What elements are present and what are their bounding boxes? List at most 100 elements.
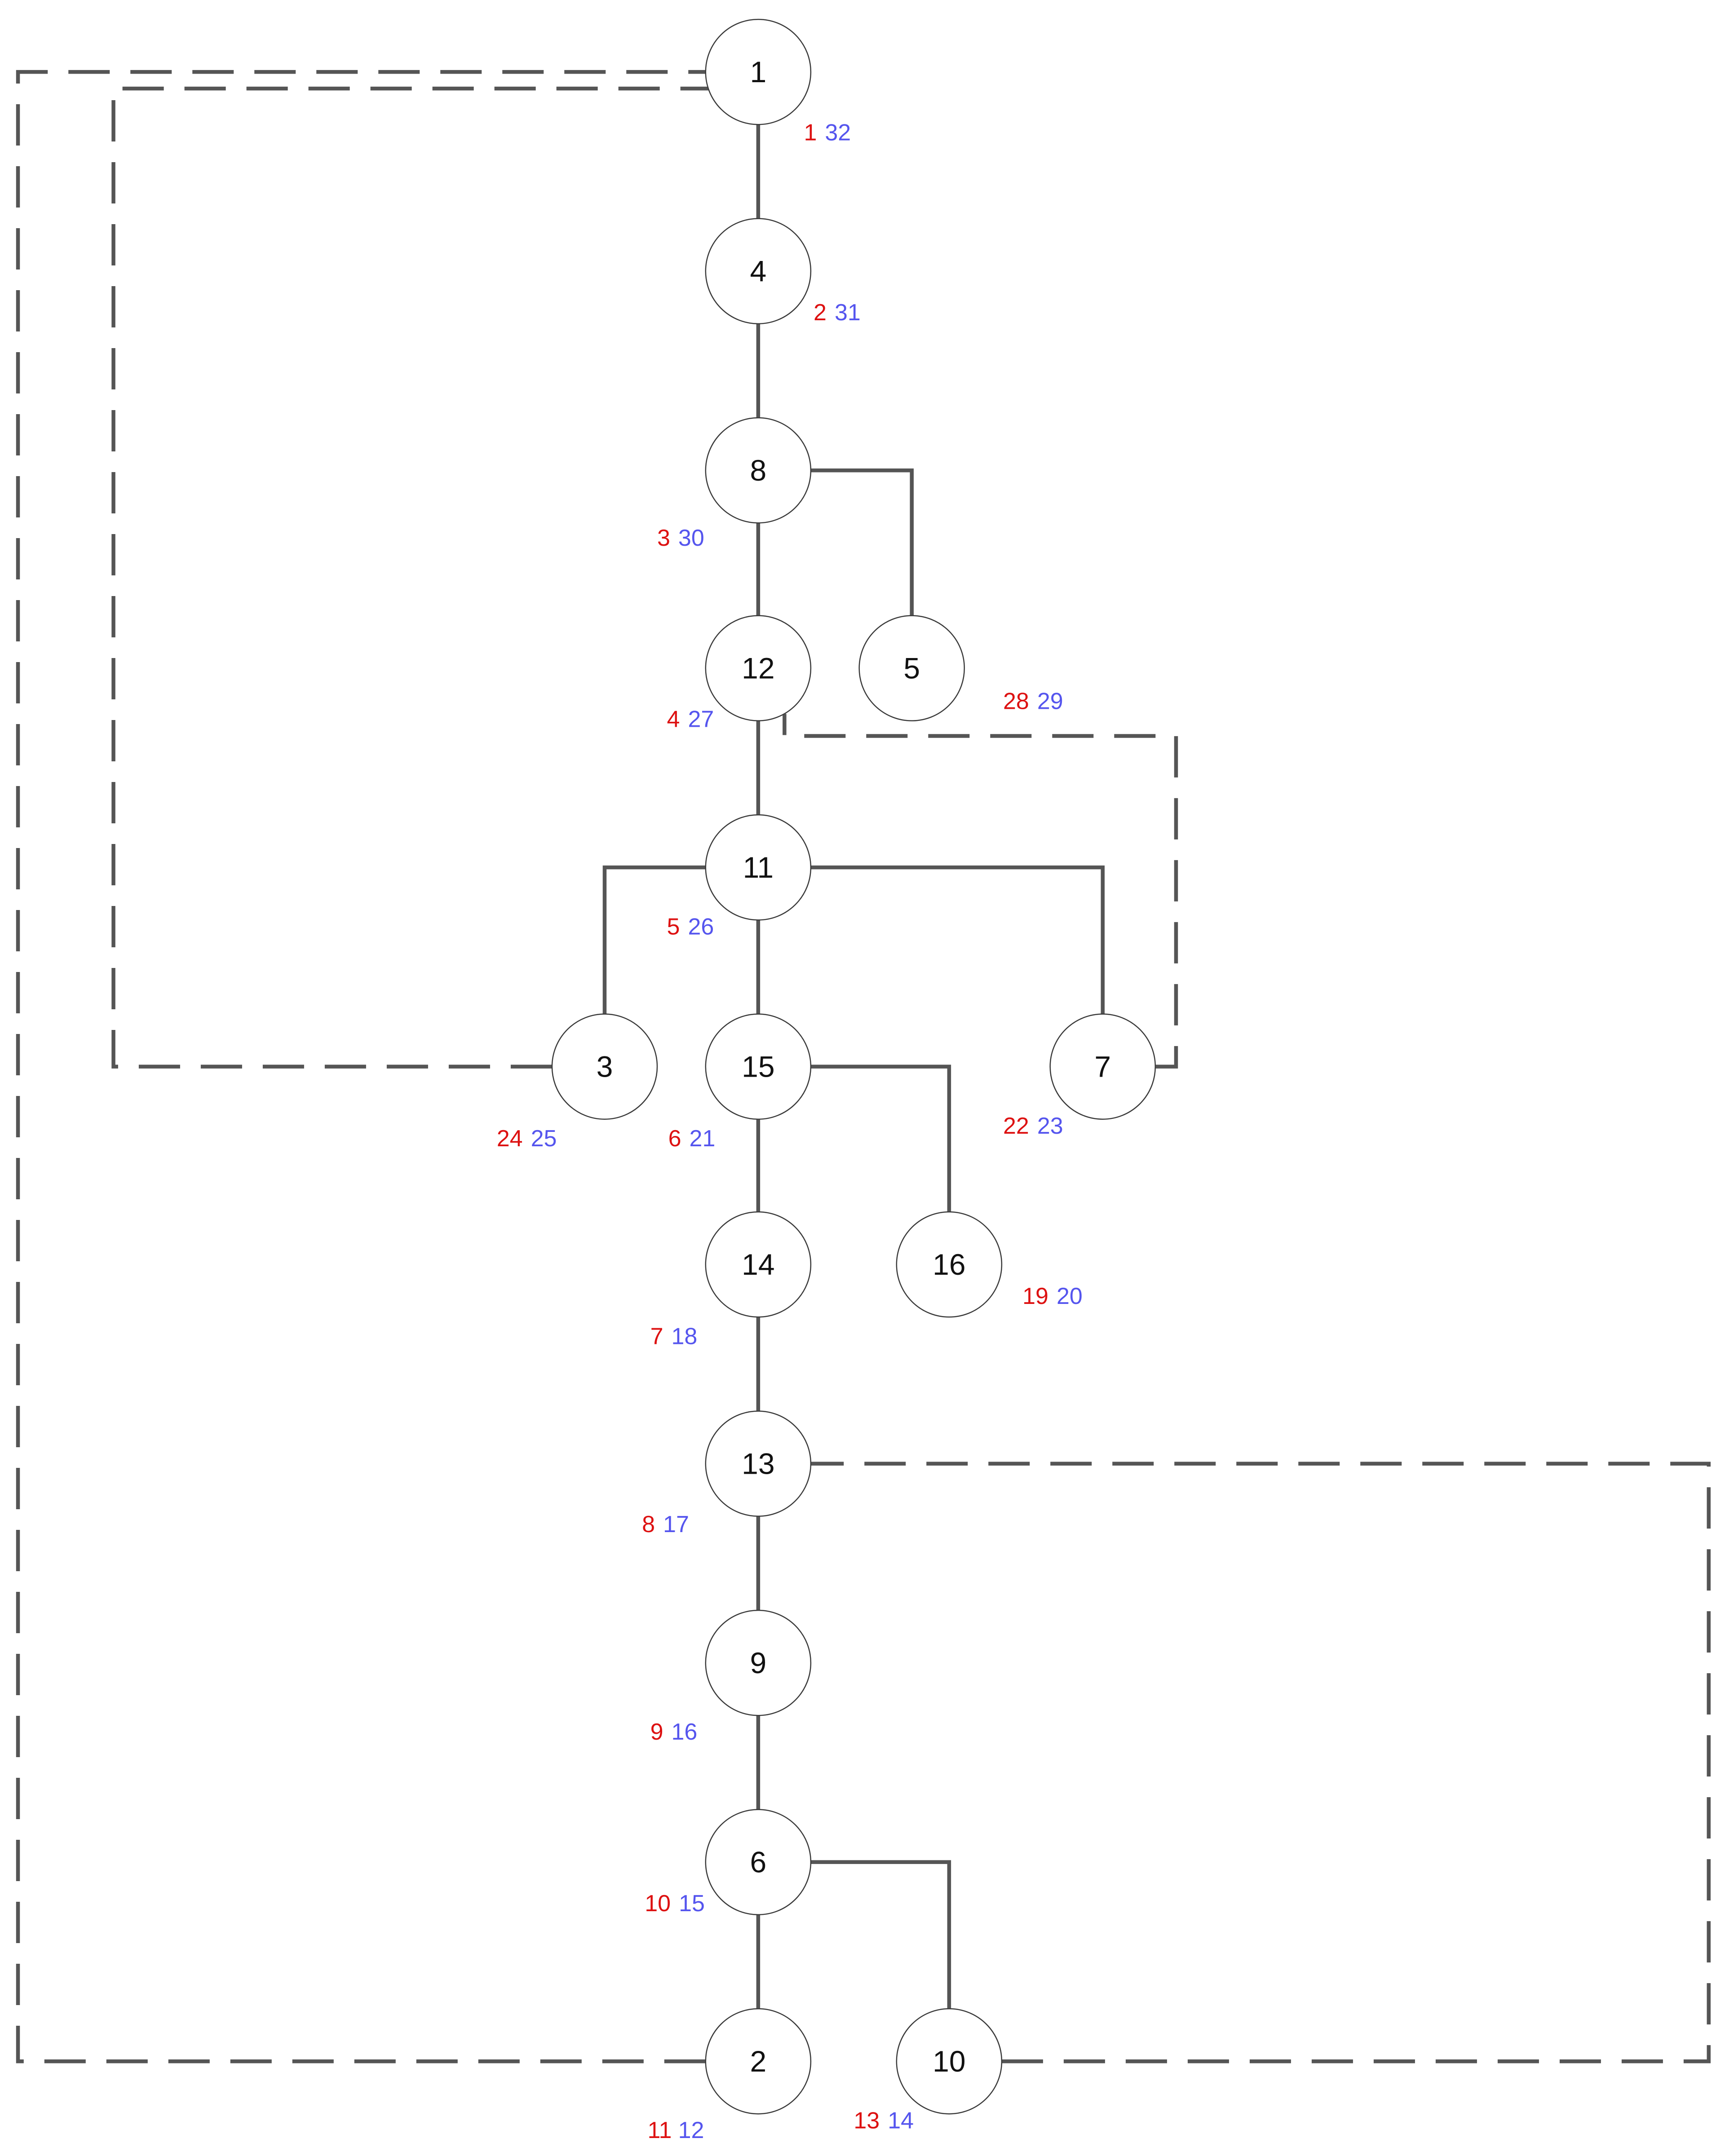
node-9-pre-number: 9 xyxy=(650,1719,663,1745)
node-8-post-number: 30 xyxy=(678,525,704,551)
node-5-numbers: 28 29 xyxy=(1003,689,1063,715)
node-2: 2 xyxy=(705,2008,812,2115)
node-10-post-number: 14 xyxy=(888,2108,914,2134)
node-10-label: 10 xyxy=(933,2045,965,2078)
node-4: 4 xyxy=(705,218,812,324)
node-11-circle xyxy=(705,814,812,921)
node-4-pre-number: 2 xyxy=(814,300,827,326)
node-8-pre-number: 3 xyxy=(657,525,670,551)
node-14-circle xyxy=(705,1211,812,1318)
node-13-numbers: 8 17 xyxy=(642,1511,689,1537)
node-9-post-number: 16 xyxy=(672,1719,698,1745)
node-5-pre-number: 28 xyxy=(1003,689,1029,715)
node-9: 9 xyxy=(705,1609,812,1716)
node-10-pre-number: 13 xyxy=(854,2108,880,2134)
tree-edge-15-16 xyxy=(810,1065,951,1212)
node-4-numbers: 2 31 xyxy=(814,300,861,326)
node-4-label: 4 xyxy=(750,255,766,288)
node-7-post-number: 23 xyxy=(1037,1113,1063,1139)
node-1: 1 xyxy=(705,18,812,125)
node-11: 11 xyxy=(705,814,812,921)
node-3-numbers: 24 25 xyxy=(497,1126,557,1152)
node-2-pre-number: 11 xyxy=(647,2117,671,2143)
node-7-numbers: 22 23 xyxy=(1003,1113,1063,1139)
back-edge-7-12 xyxy=(783,714,1178,1069)
node-8-circle xyxy=(705,417,812,524)
node-15-pre-number: 6 xyxy=(668,1126,681,1152)
node-11-numbers: 5 26 xyxy=(667,914,714,940)
node-11-post-number: 26 xyxy=(688,914,714,940)
node-7-circle xyxy=(1049,1013,1156,1120)
node-5-label: 5 xyxy=(903,652,920,685)
node-13-post-number: 17 xyxy=(663,1511,689,1537)
node-4-circle xyxy=(705,218,812,324)
node-13-circle xyxy=(705,1410,812,1517)
node-8-label: 8 xyxy=(750,454,766,487)
node-15-post-number: 21 xyxy=(690,1126,716,1152)
node-6: 6 xyxy=(705,1809,812,1915)
node-11-pre-number: 5 xyxy=(667,914,680,940)
node-13-label: 13 xyxy=(742,1447,774,1480)
tree-edge-11-3 xyxy=(602,865,706,1014)
node-3-circle xyxy=(551,1013,658,1120)
node-3-pre-number: 24 xyxy=(497,1126,523,1152)
tree-edge-11-7 xyxy=(810,865,1105,1014)
node-5-post-number: 29 xyxy=(1037,689,1063,715)
node-12-circle xyxy=(705,615,812,721)
node-9-circle xyxy=(705,1609,812,1716)
node-10-circle xyxy=(896,2008,1003,2115)
node-16-post-number: 20 xyxy=(1057,1283,1083,1309)
node-1-numbers: 1 32 xyxy=(804,120,851,146)
node-1-post-number: 32 xyxy=(825,120,851,146)
node-7-label: 7 xyxy=(1094,1050,1111,1083)
node-1-pre-number: 1 xyxy=(804,120,817,146)
node-9-label: 9 xyxy=(750,1646,766,1679)
node-16-label: 16 xyxy=(933,1248,965,1281)
node-2-numbers: 11 12 xyxy=(647,2117,704,2143)
node-5: 5 xyxy=(858,615,965,721)
node-15-label: 15 xyxy=(742,1050,774,1083)
node-5-circle xyxy=(858,615,965,721)
node-14-post-number: 18 xyxy=(672,1323,698,1349)
node-4-post-number: 31 xyxy=(835,300,861,326)
node-12-label: 12 xyxy=(742,652,774,685)
node-2-label: 2 xyxy=(750,2045,766,2078)
node-10: 10 xyxy=(896,2008,1003,2115)
tree-edge-6-10 xyxy=(810,1860,951,2009)
node-6-circle xyxy=(705,1809,812,1915)
node-6-label: 6 xyxy=(750,1846,766,1879)
node-16-pre-number: 19 xyxy=(1022,1283,1048,1309)
tree-edge-8-5 xyxy=(810,468,914,616)
node-7-pre-number: 22 xyxy=(1003,1113,1029,1139)
back-edge-10-13 xyxy=(810,1462,1711,2063)
node-9-numbers: 9 16 xyxy=(650,1719,698,1745)
node-6-pre-number: 10 xyxy=(645,1891,671,1917)
back-edge-2-1 xyxy=(16,70,706,2063)
node-2-circle xyxy=(705,2008,812,2115)
node-3-label: 3 xyxy=(597,1050,613,1083)
node-8: 8 xyxy=(705,417,812,524)
back-edge-3-1 xyxy=(111,86,708,1069)
node-1-label: 1 xyxy=(750,55,766,88)
node-15-numbers: 6 21 xyxy=(668,1126,716,1152)
node-6-post-number: 15 xyxy=(679,1891,705,1917)
node-16-circle xyxy=(896,1211,1003,1318)
node-14-label: 14 xyxy=(742,1248,774,1281)
node-8-numbers: 3 30 xyxy=(657,525,704,551)
node-6-numbers: 10 15 xyxy=(645,1891,705,1917)
node-2-post-number: 12 xyxy=(678,2117,704,2143)
node-16: 16 xyxy=(896,1211,1003,1318)
node-3: 3 xyxy=(551,1013,658,1120)
node-13-pre-number: 8 xyxy=(642,1511,655,1537)
node-1-circle xyxy=(705,18,812,125)
node-12: 12 xyxy=(705,615,812,721)
node-15: 15 xyxy=(705,1013,812,1120)
node-3-post-number: 25 xyxy=(531,1126,557,1152)
node-13: 13 xyxy=(705,1410,812,1517)
